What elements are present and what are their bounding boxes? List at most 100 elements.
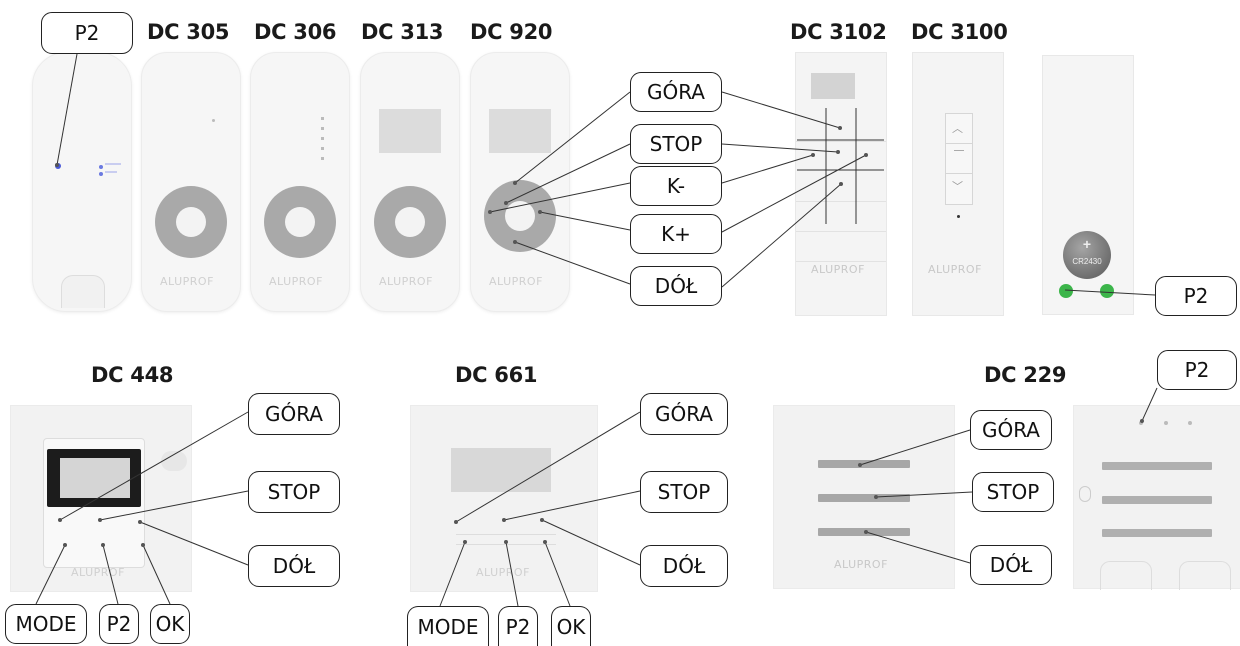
remote-dc3100: ︿ ﹀ ALUPROF [912,52,1004,316]
brand-logo: ALUPROF [476,566,530,579]
leader-line [514,241,631,285]
control-ring [264,186,336,258]
status-led-icon [99,172,103,176]
leader-line [142,544,171,605]
heading-dc448: DC 448 [91,363,174,387]
callout-dol-661: DÓŁ [640,545,728,587]
control-ring [484,180,556,252]
leader-line [35,544,66,605]
callout-ok-661: OK [551,606,591,646]
stop-bar [818,494,910,502]
leader-line [505,541,519,607]
channel-led-icon [321,157,324,160]
panel-insert [43,438,145,568]
leader-line [541,519,641,566]
divider [796,231,886,232]
lcd-screen [451,448,551,492]
receiver-unit [32,52,132,312]
remote-dc3102: ALUPROF [795,52,887,316]
brand-logo: ALUPROF [811,263,865,276]
heading-dc229: DC 229 [984,363,1067,387]
control-ring [155,186,227,258]
heading-dc661: DC 661 [455,363,538,387]
lcd-screen [489,109,551,153]
leader-line [56,53,78,166]
heading-dc3100: DC 3100 [911,20,1008,44]
brand-logo: ALUPROF [160,275,214,288]
panel-dc229-back [1073,405,1240,590]
leader-line [1064,289,1156,296]
callout-p2-661: P2 [498,606,538,646]
chevron-down-icon: ﹀ [952,181,963,193]
callout-gora-661: GÓRA [640,393,728,435]
callout-p2-448: P2 [99,604,139,644]
heading-dc313: DC 313 [361,20,444,44]
lcd-screen [811,73,855,99]
callout-k-minus: K- [630,166,722,206]
leader-line [721,183,842,288]
callout-p2-battery: P2 [1155,276,1237,316]
leader-line [505,143,631,204]
callout-dol: DÓŁ [630,266,722,306]
divider [456,534,556,535]
lcd-screen [47,449,141,507]
battery-icon: + CR2430 [1063,231,1111,279]
callout-stop-229: STOP [972,472,1054,512]
down-bar [1102,529,1212,537]
leader-line [875,491,973,498]
leader-line [503,490,641,521]
leader-line [544,541,571,607]
channel-led-icon [321,147,324,150]
heading-dc305: DC 305 [147,20,230,44]
panel-dc661: ALUPROF [410,405,598,592]
control-ring [374,186,446,258]
contact-left-icon [1059,284,1073,298]
callout-mode-661: MODE [407,606,489,646]
remote-dc920: ALUPROF [470,52,570,312]
leader-line [721,143,839,153]
contact-right-icon [1100,284,1114,298]
status-led-icon [99,165,103,169]
battery-label: CR2430 [1072,257,1102,266]
leader-line [1141,387,1158,422]
leader-line [865,531,971,564]
screw-hole [1079,486,1091,502]
leader-line [59,411,249,521]
callout-p2-229: P2 [1157,350,1237,390]
usb-cap [61,275,105,308]
divider [796,261,886,262]
up-bar [1102,462,1212,470]
led-icon [1164,421,1168,425]
callout-stop-661: STOP [640,471,728,513]
callout-stop: STOP [630,124,722,164]
leader-line [859,429,971,466]
panel-dc448: ALUPROF [10,405,192,592]
leader-line [721,154,814,184]
remote-dc313: ALUPROF [360,52,460,312]
leader-line [721,91,841,129]
callout-mode-448: MODE [5,604,87,644]
leader-line [139,521,249,566]
callout-k-plus: K+ [630,214,722,254]
leader-line [489,182,631,213]
callout-gora-448: GÓRA [248,393,340,435]
chevron-up-icon: ︿ [952,123,963,135]
mount-slot [161,451,187,471]
brand-logo: ALUPROF [269,275,323,288]
stop-bar [1102,496,1212,504]
led-icon [957,215,960,218]
divider [796,141,886,142]
led-icon [1139,421,1143,425]
remote-dc305: ALUPROF [141,52,241,312]
callout-stop-448: STOP [248,471,340,513]
channel-led-icon [321,137,324,140]
callout-p2-receiver: P2 [41,12,133,54]
callout-ok-448: OK [150,604,190,644]
mount-foot [1100,561,1152,590]
leader-line [721,154,867,233]
lcd-screen [379,109,441,153]
brand-logo: ALUPROF [489,275,543,288]
channel-led-icon [321,127,324,130]
channel-led-icon [321,117,324,120]
